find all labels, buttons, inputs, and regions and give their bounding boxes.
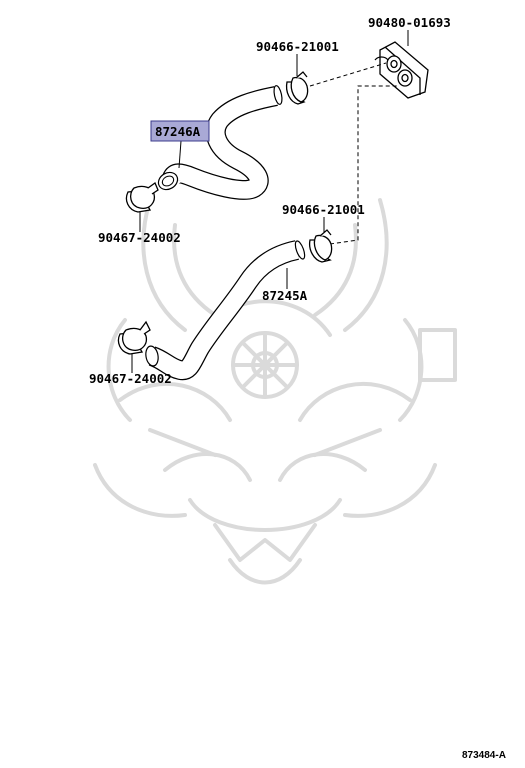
- upper-hose: [157, 85, 283, 200]
- samurai-helmet-watermark-icon: [93, 198, 457, 585]
- label-clamp-90466-21001-lower[interactable]: 90466-21001: [282, 202, 365, 217]
- label-clamp-90467-24002-lower[interactable]: 90467-24002: [89, 371, 172, 386]
- label-hose-87246A[interactable]: 87246A: [155, 124, 201, 139]
- grommet-connector: [374, 41, 429, 99]
- routing-dashed-lines: [309, 62, 398, 245]
- clamp-lower-left: [117, 320, 151, 355]
- label-hose-87245A[interactable]: 87245A: [262, 288, 308, 303]
- clamp-lower-right: [308, 229, 333, 263]
- leader-hose-upper: [178, 140, 182, 169]
- diagram-reference-code: 873484-A: [462, 750, 506, 761]
- clamp-upper-left: [125, 182, 159, 213]
- label-clamp-90467-24002-upper[interactable]: 90467-24002: [98, 230, 181, 245]
- label-connector-90480-01693[interactable]: 90480-01693: [368, 15, 451, 30]
- label-clamp-90466-21001-upper[interactable]: 90466-21001: [256, 39, 339, 54]
- clamp-upper-right: [285, 71, 309, 105]
- lower-hose: [145, 240, 306, 381]
- highlight-box: [150, 120, 210, 142]
